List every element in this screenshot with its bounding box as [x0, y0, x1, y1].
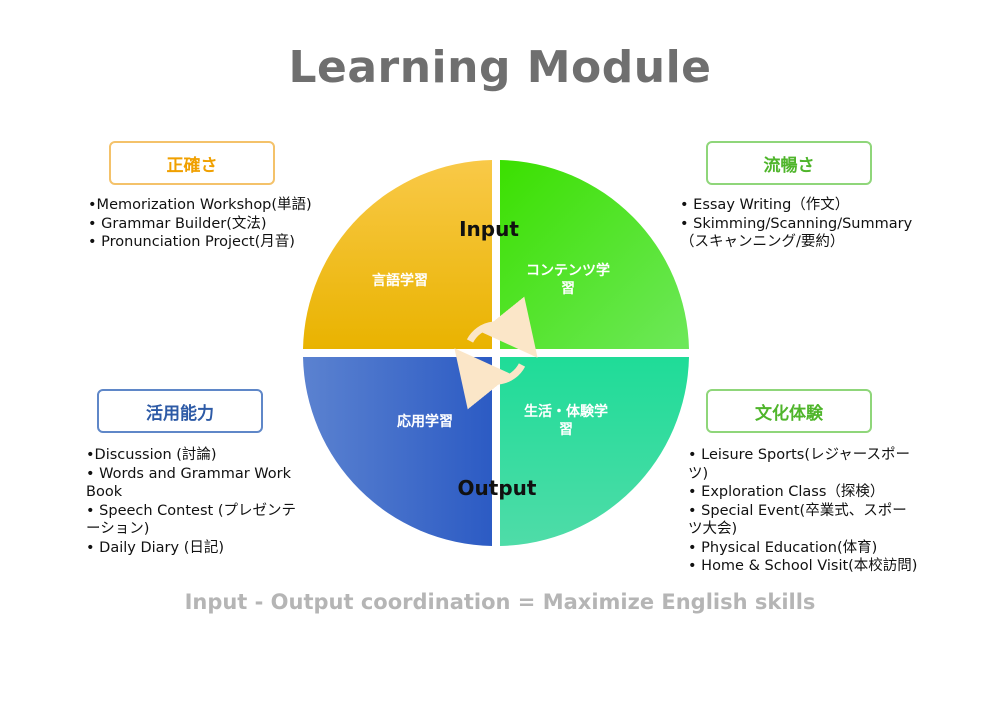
list-item: （スキャンニング/要約） [680, 234, 845, 250]
quadrant-bottom-right [500, 357, 689, 546]
application-label: 活用能力 [146, 403, 214, 424]
quadrant-label-life-1: 生活・体験学 [524, 403, 608, 420]
quadrant-label-life-2: 習 [559, 422, 573, 438]
list-item: • Leisure Sports(レジャースポー [688, 447, 911, 463]
accuracy-list: •Memorization Workshop(単語) • Grammar Bui… [88, 196, 312, 252]
list-item: ツ大会) [688, 521, 738, 537]
quadrant-label-content-1: コンテンツ学 [526, 262, 610, 279]
quadrant-label-language: 言語学習 [372, 272, 428, 289]
learning-cycle-diagram: 言語学習 コンテンツ学 習 応用学習 生活・体験学 習 Input Output [303, 160, 689, 546]
list-item: • Special Event(卒業式、スポー [688, 502, 907, 519]
list-item: • Physical Education(体育) [688, 539, 878, 556]
list-item: • Exploration Class（探検） [688, 484, 885, 500]
list-item: Book [86, 484, 123, 500]
list-item: • Speech Contest (プレゼンテ [86, 502, 296, 519]
quadrant-bottom-left [303, 357, 492, 546]
application-label-box: 活用能力 [97, 389, 263, 433]
culture-label-box: 文化体験 [706, 389, 872, 433]
list-item: •Memorization Workshop(単語) [88, 197, 312, 213]
list-item: •Discussion (討論) [86, 447, 217, 463]
culture-label: 文化体験 [755, 403, 823, 424]
list-item: ツ) [688, 465, 709, 482]
list-item: • Home & School Visit(本校訪問) [688, 558, 918, 574]
accuracy-label: 正確さ [166, 155, 218, 176]
fluency-label: 流暢さ [763, 155, 815, 176]
list-item: ーション) [86, 521, 150, 537]
quadrant-label-content-2: 習 [561, 281, 575, 297]
list-item: • Grammar Builder(文法) [88, 215, 267, 232]
list-item: • Pronunciation Project(月音) [88, 234, 295, 250]
quadrant-top-right [500, 160, 689, 349]
cycle-arrow-upper [466, 296, 538, 358]
cycle-arrow-lower [454, 348, 526, 410]
list-item: • Daily Diary (日記) [86, 539, 225, 556]
accuracy-label-box: 正確さ [109, 141, 275, 185]
footer-tagline: Input - Output coordination = Maximize E… [184, 590, 816, 614]
fluency-list: • Essay Writing（作文） • Skimming/Scanning/… [680, 196, 912, 252]
page-title: Learning Module [288, 42, 712, 93]
application-list: •Discussion (討論) • Words and Grammar Wor… [86, 446, 296, 557]
fluency-label-box: 流暢さ [706, 141, 872, 185]
list-item: • Words and Grammar Work [86, 465, 291, 482]
input-label: Input [459, 217, 519, 241]
culture-list: • Leisure Sports(レジャースポー ツ) • Exploratio… [688, 446, 917, 576]
output-label: Output [458, 476, 537, 500]
quadrant-top-left [303, 160, 492, 349]
list-item: • Skimming/Scanning/Summary [680, 215, 913, 232]
quadrant-label-applied: 応用学習 [397, 413, 453, 430]
list-item: • Essay Writing（作文） [680, 197, 850, 213]
